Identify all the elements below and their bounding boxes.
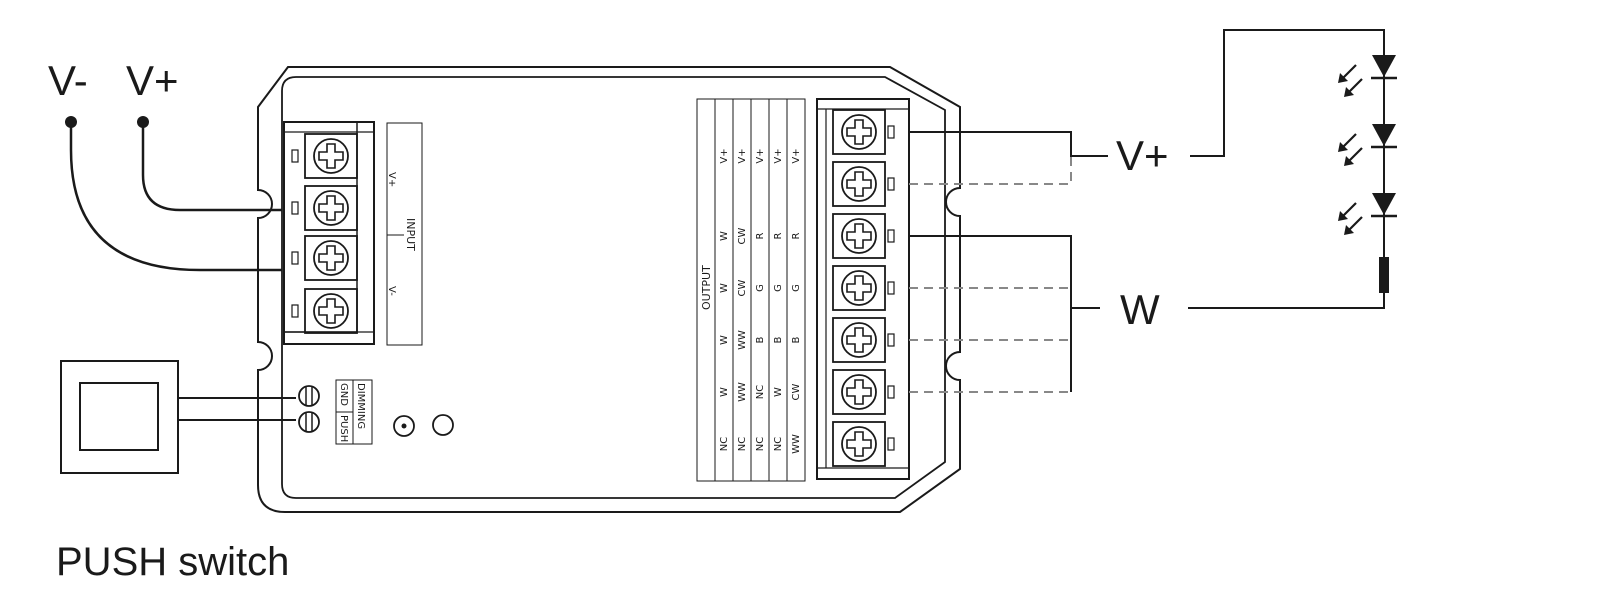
output-label-cell: NC xyxy=(737,437,748,451)
output-label-cell: NC xyxy=(755,437,766,451)
output-terminal-screw xyxy=(832,109,895,155)
load-w-label: W xyxy=(1120,286,1160,333)
output-v-plus-wire xyxy=(909,131,1108,157)
push-terminal-screw-bottom xyxy=(298,411,320,433)
output-label-cell: NC xyxy=(773,437,784,451)
controller-housing-inner xyxy=(281,76,946,499)
output-label-cell: W xyxy=(719,335,730,345)
output-label-cell: G xyxy=(791,284,802,292)
output-label-cell: B xyxy=(755,336,766,343)
output-terminal-screw xyxy=(832,213,895,259)
led-string-v-plus-wire xyxy=(1190,29,1385,157)
output-label-cell: WW xyxy=(737,382,748,402)
input-terminal-screw xyxy=(291,133,358,179)
push-label: PUSH xyxy=(338,415,349,442)
output-label-cell: R xyxy=(773,232,784,239)
led-diode-icon xyxy=(1338,124,1397,166)
output-label-cell: G xyxy=(755,284,766,292)
output-label-cell: V+ xyxy=(791,148,802,163)
output-label-cell: V+ xyxy=(737,148,748,163)
output-label-cell: W xyxy=(719,387,730,397)
load-v-plus-label: V+ xyxy=(1116,132,1169,179)
push-switch-caption: PUSH switch xyxy=(56,540,289,584)
output-v-plus-dashed-wire xyxy=(909,156,1072,185)
input-terminal-screw xyxy=(291,185,358,231)
input-title: INPUT xyxy=(404,218,417,251)
output-label-table: OUTPUT V+WWWWNCV+CWCWWWWWNCV+RGBNCNCV+RG… xyxy=(696,98,806,482)
input-v-plus-label: V+ xyxy=(386,172,397,187)
input-label-panel: V+ INPUT V- xyxy=(386,122,423,346)
push-terminal-screw-top xyxy=(298,385,320,407)
output-label-cell: W xyxy=(719,283,730,293)
indicator-led xyxy=(393,415,415,437)
output-label-cell: CW xyxy=(737,227,748,244)
output-label-cell: B xyxy=(791,336,802,343)
output-terminal-screw xyxy=(832,161,895,207)
resistor xyxy=(1379,257,1389,293)
output-title: OUTPUT xyxy=(700,265,713,310)
output-label-cell: W xyxy=(773,387,784,397)
input-terminal-screw xyxy=(291,288,358,334)
output-label-cell: CW xyxy=(791,383,802,400)
output-label-cell: V+ xyxy=(755,148,766,163)
led-diode-icon xyxy=(1338,193,1397,235)
output-label-cell: R xyxy=(791,232,802,239)
led-string-w-wire xyxy=(1188,292,1385,309)
output-terminal-screw xyxy=(832,265,895,311)
dimming-label-panel: DIMMING GND PUSH xyxy=(335,379,373,445)
output-label-cell: WW xyxy=(737,330,748,350)
output-terminal-screw xyxy=(832,369,895,415)
output-label-cell: V+ xyxy=(773,148,784,163)
output-terminal-screw xyxy=(832,317,895,363)
gnd-label: GND xyxy=(338,383,349,406)
output-terminal-block xyxy=(816,98,910,480)
program-button xyxy=(432,414,454,436)
output-label-cell: V+ xyxy=(719,148,730,163)
output-w-wire xyxy=(909,235,1072,392)
output-label-cell: NC xyxy=(755,385,766,399)
dimming-label: DIMMING xyxy=(355,383,366,429)
supply-v-minus-wire xyxy=(69,122,282,272)
output-label-cell: B xyxy=(773,336,784,343)
output-label-cell: R xyxy=(755,232,766,239)
output-label-cell: W xyxy=(719,231,730,241)
input-v-minus-label: V- xyxy=(386,286,397,296)
output-label-cell: CW xyxy=(737,279,748,296)
output-label-cell: NC xyxy=(719,437,730,451)
output-label-cell: WW xyxy=(791,434,802,454)
supply-v-plus-wire xyxy=(141,122,282,212)
output-label-cell: G xyxy=(773,284,784,292)
push-switch xyxy=(60,360,179,474)
supply-v-plus-label: V+ xyxy=(126,57,179,104)
supply-v-minus-label: V- xyxy=(48,57,88,104)
input-terminal-screw xyxy=(291,235,358,281)
led-diode-icon xyxy=(1338,55,1397,97)
controller-housing-outer xyxy=(257,66,961,513)
output-terminal-screw xyxy=(832,421,895,467)
input-terminal-block xyxy=(283,121,375,345)
